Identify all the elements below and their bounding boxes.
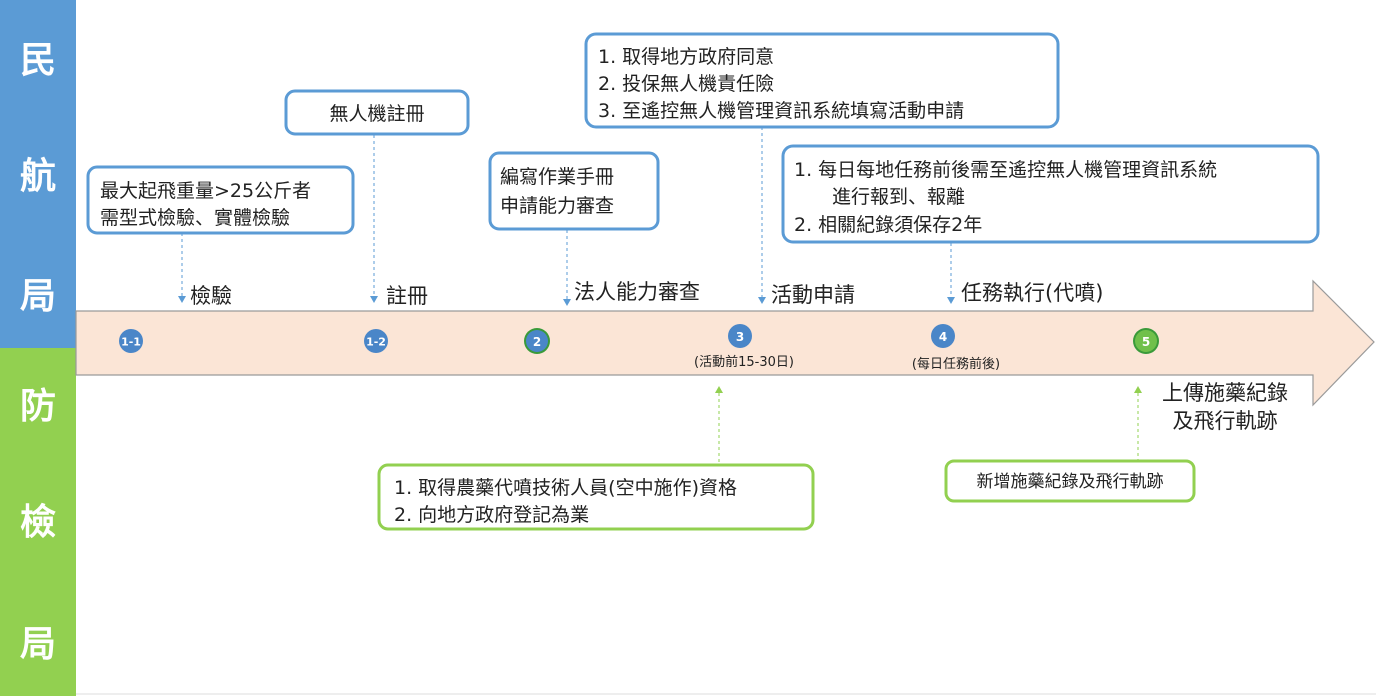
baphiq-char-3: 局 bbox=[20, 624, 56, 665]
box-manual: 編寫作業手冊 申請能力審查 bbox=[488, 151, 660, 231]
svg-text:3: 3 bbox=[736, 330, 744, 344]
box-manual-line-2: 申請能力審查 bbox=[500, 195, 614, 217]
step-marker-1-1: 1-1 bbox=[119, 329, 143, 353]
caa-char-1: 民 bbox=[20, 40, 56, 81]
baphiq-column bbox=[0, 348, 76, 696]
step-1-1-label: 檢驗 bbox=[190, 284, 232, 308]
box-mission-line-3: 2. 相關紀錄須保存2年 bbox=[794, 214, 982, 236]
connector-manual bbox=[563, 230, 571, 306]
step-5-label: 上傳施藥紀錄 bbox=[1162, 381, 1288, 405]
caa-column bbox=[0, 0, 76, 348]
caa-char-2: 航 bbox=[20, 155, 56, 197]
box-weight-check: 最大起飛重量>25公斤者 需型式檢驗、實體檢驗 bbox=[86, 165, 355, 235]
step-2-label: 法人能力審查 bbox=[574, 280, 700, 304]
step-4-note: (每日任務前後) bbox=[912, 356, 1000, 372]
svg-text:5: 5 bbox=[1142, 335, 1150, 349]
box-mission-line-2: 進行報到、報離 bbox=[832, 186, 965, 208]
box-mission-line-1: 1. 每日每地任務前後需至遙控無人機管理資訊系統 bbox=[794, 159, 1217, 181]
baphiq-char-2: 檢 bbox=[20, 501, 56, 543]
connector-mission bbox=[947, 243, 955, 304]
connector-weight-check bbox=[178, 233, 186, 303]
step-1-2-label: 註冊 bbox=[386, 284, 428, 308]
step-marker-4: 4 bbox=[931, 324, 955, 348]
box-register: 無人機註冊 bbox=[284, 89, 470, 136]
step-3-label: 活動申請 bbox=[771, 283, 855, 307]
box-qualification: 1. 取得農藥代噴技術人員(空中施作)資格 2. 向地方政府登記為業 bbox=[377, 463, 815, 531]
connector-register bbox=[370, 135, 378, 303]
svg-text:1-1: 1-1 bbox=[121, 336, 141, 349]
step-marker-3: 3 bbox=[728, 324, 752, 348]
step-5-label-line2: 及飛行軌跡 bbox=[1173, 409, 1278, 433]
step-3-note: (活動前15-30日) bbox=[694, 354, 794, 370]
box-weight-check-line-2: 需型式檢驗、實體檢驗 bbox=[100, 207, 290, 229]
box-activity-line-2: 2. 投保無人機責任險 bbox=[598, 73, 774, 95]
step-4-label: 任務執行(代噴) bbox=[961, 281, 1103, 305]
connector-activity bbox=[758, 127, 766, 304]
connector-qualification bbox=[715, 386, 723, 464]
svg-text:2: 2 bbox=[533, 335, 541, 349]
box-register-line-1: 無人機註冊 bbox=[329, 103, 424, 125]
box-manual-line-1: 編寫作業手冊 bbox=[500, 166, 614, 188]
step-marker-2: 2 bbox=[524, 328, 550, 354]
svg-text:4: 4 bbox=[939, 330, 947, 344]
caa-char-3: 局 bbox=[20, 276, 56, 317]
step-marker-1-2: 1-2 bbox=[364, 329, 388, 353]
box-upload: 新增施藥紀錄及飛行軌跡 bbox=[944, 459, 1196, 503]
box-activity-line-3: 3. 至遙控無人機管理資訊系統填寫活動申請 bbox=[598, 100, 964, 122]
step-marker-5: 5 bbox=[1133, 328, 1159, 354]
box-upload-line-1: 新增施藥紀錄及飛行軌跡 bbox=[977, 472, 1164, 492]
box-qualification-line-1: 1. 取得農藥代噴技術人員(空中施作)資格 bbox=[394, 477, 737, 499]
baphiq-char-1: 防 bbox=[20, 386, 56, 427]
box-activity: 1. 取得地方政府同意 2. 投保無人機責任險 3. 至遙控無人機管理資訊系統填… bbox=[584, 32, 1060, 129]
box-weight-check-line-1: 最大起飛重量>25公斤者 bbox=[100, 180, 311, 202]
box-mission: 1. 每日每地任務前後需至遙控無人機管理資訊系統 進行報到、報離 2. 相關紀錄… bbox=[781, 144, 1320, 244]
connector-upload bbox=[1134, 386, 1142, 460]
box-activity-line-1: 1. 取得地方政府同意 bbox=[598, 46, 774, 68]
svg-text:1-2: 1-2 bbox=[366, 336, 386, 349]
timeline-arrow bbox=[75, 279, 1375, 407]
box-qualification-line-2: 2. 向地方政府登記為業 bbox=[394, 504, 589, 526]
